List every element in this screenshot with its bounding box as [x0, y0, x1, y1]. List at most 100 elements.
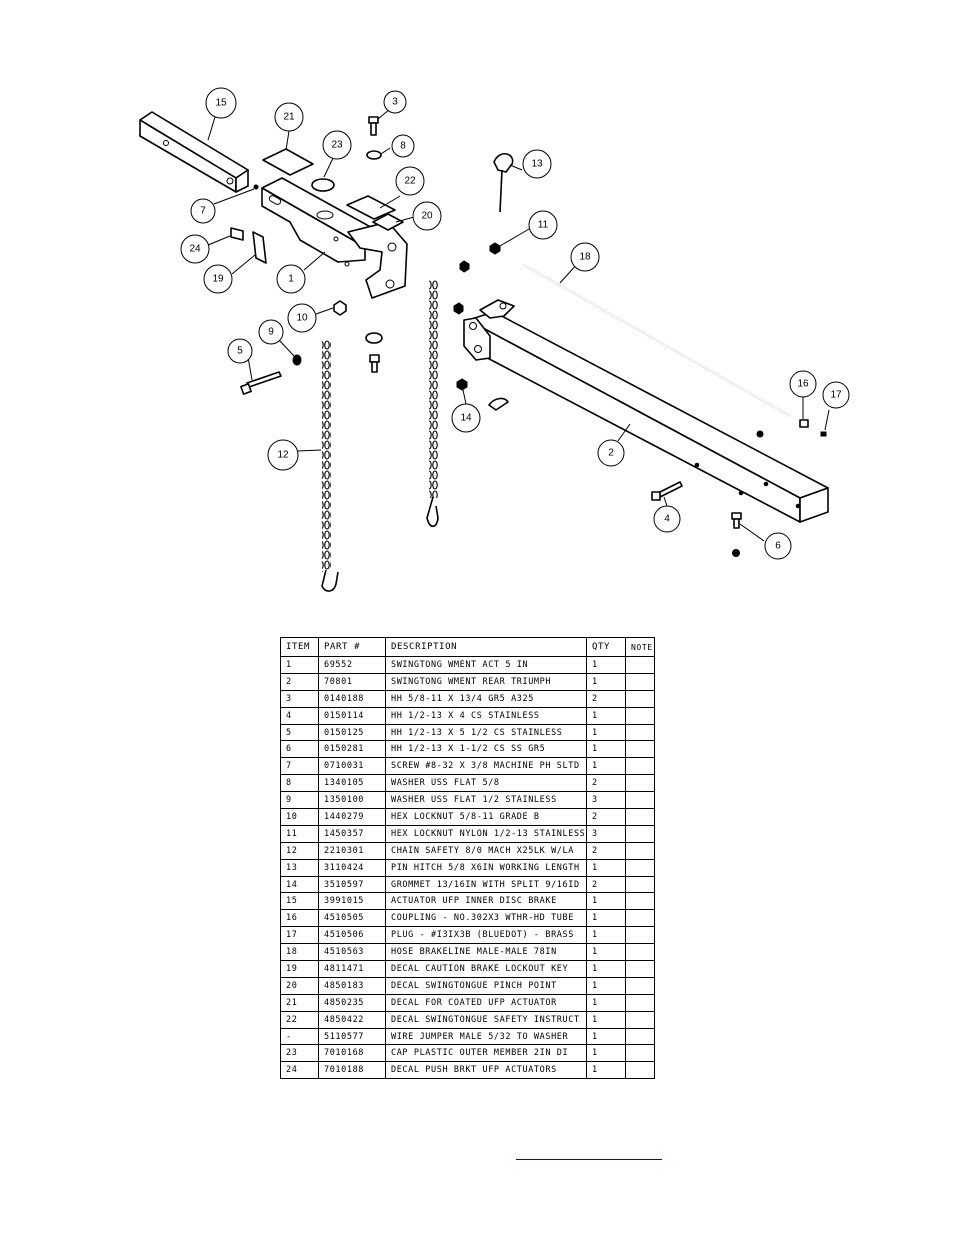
cell-part: 0140188: [318, 689, 386, 708]
cell-description: DECAL SWINGTONGUE PINCH POINT: [385, 976, 587, 995]
callout-13: 13: [522, 149, 552, 179]
cell-qty: 1: [586, 1010, 626, 1029]
callout-16: 16: [789, 370, 817, 398]
callout-12: 12: [267, 439, 299, 471]
part-8-washer: [366, 150, 382, 160]
part-17-plug: [820, 431, 827, 437]
svg-text:9: 9: [268, 327, 274, 338]
cell-part: 4850422: [318, 1010, 386, 1029]
svg-text:15: 15: [215, 98, 227, 109]
cell-part: 0710031: [318, 757, 386, 776]
part-24-decal: [230, 227, 244, 241]
svg-text:23: 23: [331, 140, 343, 151]
cell-description: HEX LOCKNUT 5/8-11 GRADE B: [385, 808, 587, 826]
svg-text:13: 13: [531, 159, 543, 170]
cell-description: HH 1/2-13 X 1-1/2 CS SS GR5: [385, 740, 587, 759]
cell-item: 17: [280, 926, 319, 945]
exploded-parts-diagram: 15 21 3 23 8 13 22 7 20 11 24 19 1 18 10…: [139, 87, 850, 592]
cell-note: [625, 841, 655, 860]
part-10-locknut: [333, 300, 347, 316]
callout-20: 20: [412, 201, 442, 231]
part-2-rear-tongue: [463, 299, 829, 523]
callout-7: 7: [190, 198, 216, 224]
callout-6: 6: [764, 532, 792, 560]
part-12-chain-right: [426, 280, 439, 528]
cell-qty: 2: [586, 774, 626, 793]
header-description: DESCRIPTION: [385, 637, 587, 657]
cell-note: [625, 740, 655, 759]
cell-qty: 1: [586, 909, 626, 928]
callout-23: 23: [322, 130, 352, 160]
cell-part: 4510505: [318, 909, 386, 928]
part-20-decal: [372, 213, 404, 231]
cell-qty: 2: [586, 808, 626, 826]
cell-note: [625, 656, 655, 674]
footer-link[interactable]: [516, 1147, 662, 1160]
cell-qty: 1: [586, 926, 626, 945]
svg-text:5: 5: [237, 346, 243, 357]
svg-text:20: 20: [421, 211, 433, 222]
cell-note: [625, 774, 655, 793]
part-9-washer: [292, 354, 302, 366]
cell-qty: 1: [586, 757, 626, 776]
callout-22: 22: [395, 166, 425, 196]
svg-text:12: 12: [277, 450, 289, 461]
svg-text:6: 6: [775, 541, 781, 552]
cell-description: CAP PLASTIC OUTER MEMBER 2IN DI: [385, 1044, 587, 1063]
part-16-coupling: [799, 419, 809, 428]
callout-11: 11: [528, 210, 558, 240]
callout-10: 10: [287, 303, 317, 333]
table-header-row: ITEM PART # DESCRIPTION QTY NOTE: [280, 637, 655, 657]
cell-part: 0150125: [318, 723, 386, 742]
svg-text:17: 17: [830, 390, 842, 401]
cell-description: CHAIN SAFETY 8/0 MACH X25LK W/LA: [385, 841, 587, 860]
cell-description: PLUG - #I3IX3B (BLUEDOT) - BRASS: [385, 926, 587, 945]
cell-part: 69552: [318, 656, 386, 674]
part-14-split-pin: [488, 397, 509, 411]
cell-item: 13: [280, 858, 319, 877]
cell-item: 10: [280, 808, 319, 826]
part-13-hitch-pin: [493, 153, 514, 213]
cell-qty: 1: [586, 892, 626, 911]
cell-note: [625, 960, 655, 978]
cell-note: [625, 672, 655, 691]
cell-qty: 1: [586, 858, 626, 877]
part-4-bolt: [651, 481, 683, 501]
cell-part: 4811471: [318, 960, 386, 978]
cell-qty: 3: [586, 791, 626, 810]
header-part: PART #: [318, 637, 386, 657]
cell-part: 4850235: [318, 993, 386, 1012]
cell-part: 2210301: [318, 841, 386, 860]
cell-note: [625, 824, 655, 843]
cell-description: WASHER USS FLAT 5/8: [385, 774, 587, 793]
cell-part: 7010168: [318, 1044, 386, 1063]
cell-description: DECAL FOR COATED UFP ACTUATOR: [385, 993, 587, 1012]
svg-text:24: 24: [189, 244, 201, 255]
cell-item: 16: [280, 909, 319, 928]
cell-note: [625, 723, 655, 742]
svg-text:14: 14: [460, 413, 472, 424]
part-3-bolt: [368, 116, 379, 136]
part-21-decal: [262, 148, 314, 176]
cell-note: [625, 976, 655, 995]
callout-5: 5: [227, 338, 253, 364]
svg-text:11: 11: [538, 220, 549, 231]
cell-part: 3510597: [318, 875, 386, 894]
cell-item: 12: [280, 841, 319, 860]
svg-text:16: 16: [797, 379, 809, 390]
part-3-bolt-lower: [369, 354, 380, 373]
cell-note: [625, 706, 655, 725]
callout-9: 9: [258, 319, 284, 345]
cell-part: 1440279: [318, 808, 386, 826]
callout-2: 2: [597, 439, 625, 467]
cell-note: [625, 993, 655, 1012]
callout-17: 17: [822, 381, 850, 409]
